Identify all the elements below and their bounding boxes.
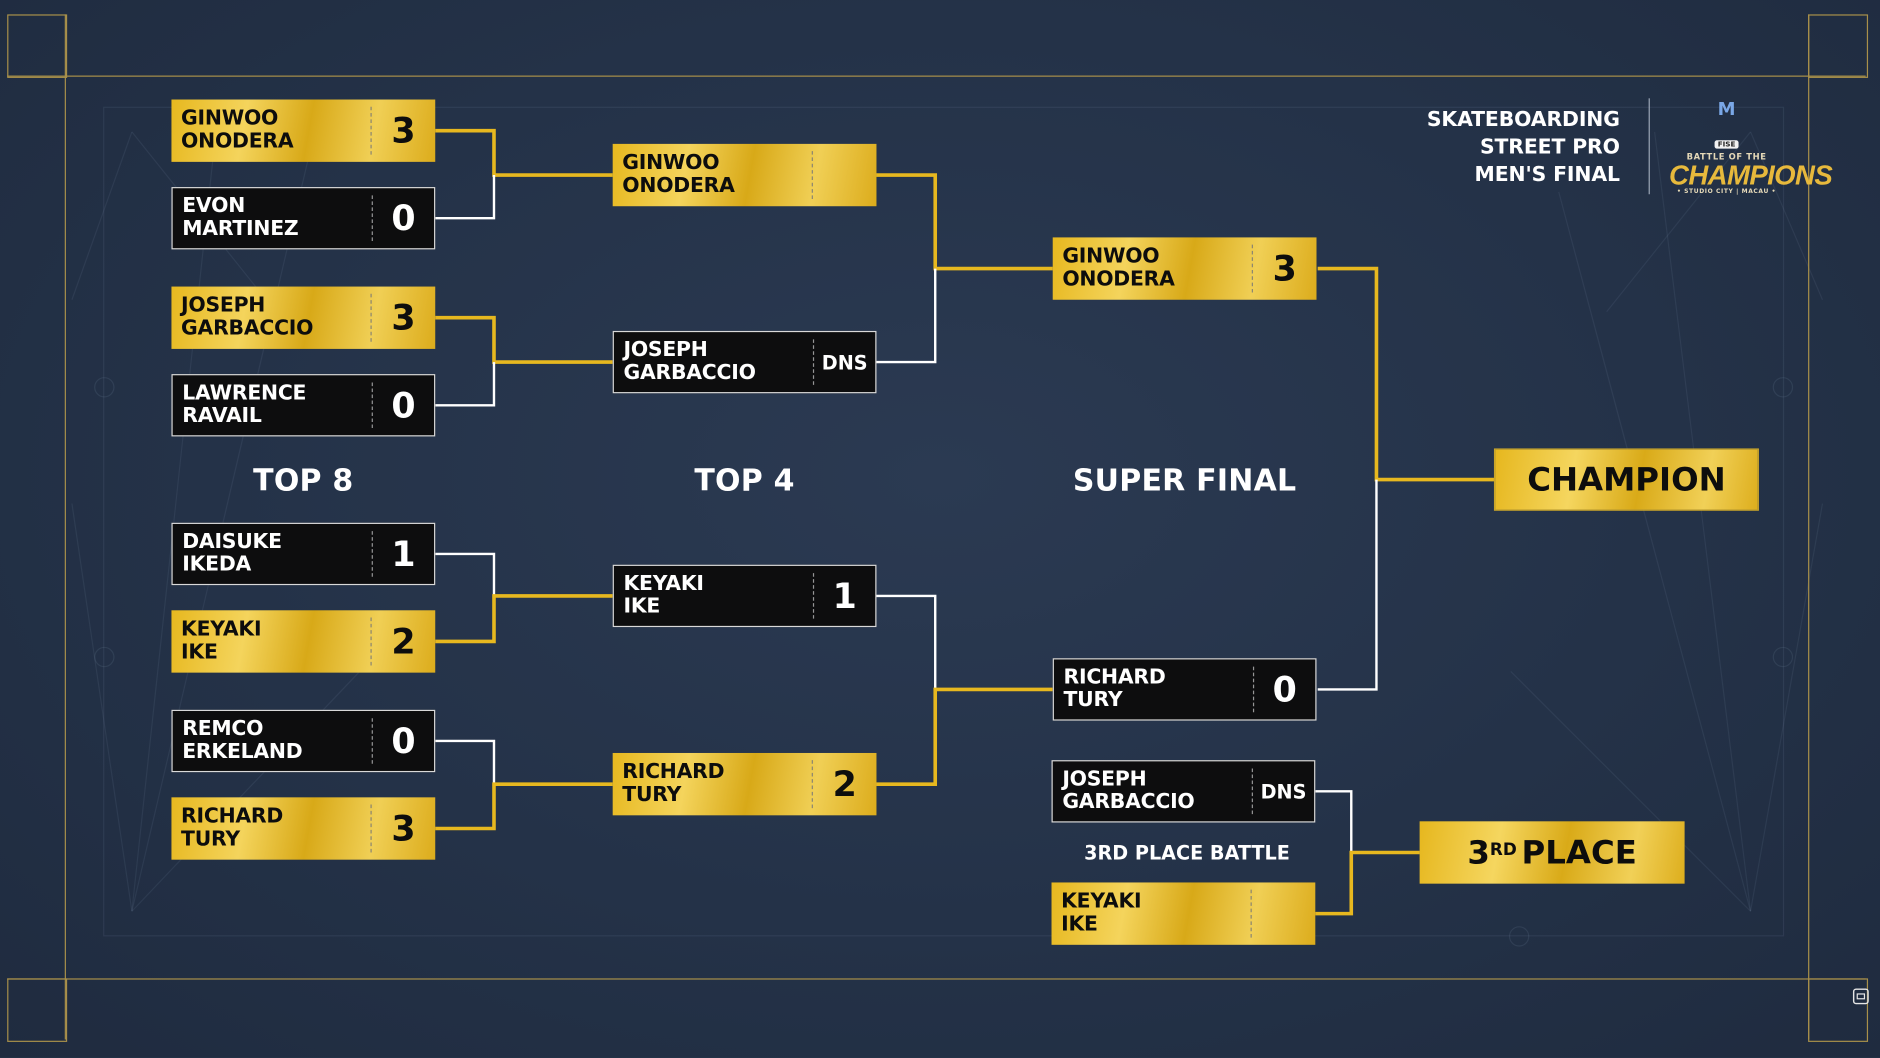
champions-logo: M FISE BATTLE OF THE CHAMPIONS • STUDIO …: [1669, 98, 1833, 196]
score-separator: [811, 151, 813, 200]
top4-match2-player2: RICHARD TURY 2: [612, 752, 877, 816]
score-separator: [370, 804, 372, 853]
top8-match1-player2: EVON MARTINEZ 0: [171, 187, 436, 250]
screenshot-icon[interactable]: [1850, 988, 1872, 1010]
frame-bottom-line: [7, 978, 1866, 980]
score-separator: [811, 760, 813, 809]
player-score: 0: [391, 197, 416, 239]
top4-match2-player1: KEYAKI IKE 1: [612, 564, 877, 628]
event-title-line1: SKATEBOARDING: [1426, 107, 1620, 132]
player-name: KEYAKI IKE: [181, 616, 262, 665]
player-name: EVON MARTINEZ: [182, 193, 299, 241]
score-separator: [1252, 666, 1255, 713]
super-final-player1: GINWOO ONODERA 3: [1052, 237, 1317, 300]
player-name: JOSEPH GARBACCIO: [181, 293, 314, 341]
inner-frame: [103, 106, 1785, 937]
round-label-super-final: SUPER FINAL: [1072, 462, 1297, 498]
top8-match2-player2: LAWRENCE RAVAIL 0: [171, 374, 436, 437]
third-place-battle-label: 3RD PLACE BATTLE: [1084, 841, 1290, 865]
score-separator: [370, 106, 372, 155]
frame-left-line: [64, 14, 66, 1040]
third-place-player1: JOSEPH GARBACCIO DNS: [1051, 760, 1316, 823]
player-name: LAWRENCE RAVAIL: [182, 380, 307, 429]
player-score: 0: [391, 384, 416, 426]
top4-match1-player1: GINWOO ONODERA: [612, 143, 877, 207]
third-place-number: 3: [1467, 833, 1490, 872]
score-separator: [371, 718, 373, 764]
event-title-line2: STREET PRO: [1479, 135, 1620, 160]
score-separator: [370, 293, 372, 342]
player-name: DAISUKE IKEDA: [182, 529, 282, 577]
player-score: 2: [391, 621, 416, 662]
top4-match1-player2: JOSEPH GARBACCIO DNS: [612, 330, 877, 394]
frame-right-line: [1808, 14, 1810, 1040]
player-name: GINWOO ONODERA: [1062, 243, 1175, 292]
player-name: RICHARD TURY: [622, 759, 725, 807]
player-score: 3: [391, 808, 416, 849]
third-place-word: PLACE: [1521, 833, 1637, 872]
event-title: SKATEBOARDING STREET PRO MEN'S FINAL: [1379, 107, 1620, 190]
logo-main-text: CHAMPIONS: [1669, 159, 1833, 191]
frame-corner-top-right: [1808, 14, 1869, 78]
player-name: GINWOO ONODERA: [181, 106, 294, 154]
top8-match3-player2: KEYAKI IKE 2: [171, 610, 436, 673]
player-score: 3: [1272, 248, 1297, 289]
round-label-top4: TOP 4: [694, 462, 795, 498]
third-place-player2: KEYAKI IKE: [1051, 882, 1316, 945]
player-score: 1: [391, 533, 416, 575]
player-name: RICHARD TURY: [181, 803, 284, 852]
score-separator: [812, 573, 815, 619]
top8-match4-player1: REMCO ERKELAND 0: [171, 709, 436, 773]
score-separator: [371, 382, 373, 429]
super-final-player2: RICHARD TURY 0: [1052, 658, 1317, 721]
player-name: KEYAKI IKE: [623, 571, 704, 619]
score-separator: [371, 195, 373, 241]
champion-box: CHAMPION: [1493, 448, 1759, 511]
frame-corner-bottom-left: [7, 978, 68, 1042]
score-separator: [371, 531, 373, 577]
player-name: JOSEPH GARBACCIO: [1062, 766, 1195, 815]
player-score: 0: [1272, 669, 1297, 710]
score-separator: [812, 339, 815, 385]
m-logo-icon: M: [1717, 98, 1736, 120]
screenshot-icon-glyph: [1852, 988, 1869, 1005]
player-score: 3: [391, 110, 416, 152]
logo-top-text: BATTLE OF THE: [1686, 152, 1767, 162]
frame-corner-top-left: [7, 14, 68, 78]
player-name: REMCO ERKELAND: [182, 716, 303, 764]
player-score: 0: [391, 720, 416, 762]
player-score: [1252, 882, 1316, 944]
score-separator: [1250, 889, 1252, 938]
score-separator: [370, 617, 372, 666]
player-name: RICHARD TURY: [1063, 664, 1166, 713]
player-score: [813, 144, 877, 206]
third-place-suffix: RD: [1489, 840, 1517, 860]
player-score: DNS: [1260, 779, 1307, 803]
round-label-top8: TOP 8: [253, 462, 354, 498]
score-separator: [1251, 244, 1253, 293]
player-score: DNS: [821, 350, 868, 374]
player-score: 2: [832, 763, 857, 805]
logo-badge: FISE: [1714, 140, 1739, 149]
player-name: KEYAKI IKE: [1061, 889, 1142, 937]
top8-match4-player2: RICHARD TURY 3: [171, 797, 436, 860]
player-score: 1: [832, 575, 857, 617]
player-name: JOSEPH GARBACCIO: [623, 337, 756, 385]
frame-corner-bottom-right: [1808, 978, 1869, 1042]
top8-match2-player1: JOSEPH GARBACCIO 3: [171, 286, 436, 349]
frame-top-line: [7, 75, 1866, 77]
top8-match1-player1: GINWOO ONODERA 3: [171, 99, 436, 162]
logo-bottom-text: • STUDIO CITY | MACAU •: [1677, 188, 1777, 196]
player-name: GINWOO ONODERA: [622, 150, 735, 198]
header-divider: [1648, 98, 1650, 195]
event-title-line3: MEN'S FINAL: [1474, 163, 1620, 188]
player-score: 3: [391, 297, 416, 339]
score-separator: [1251, 768, 1253, 815]
top8-match3-player1: DAISUKE IKEDA 1: [171, 522, 436, 586]
